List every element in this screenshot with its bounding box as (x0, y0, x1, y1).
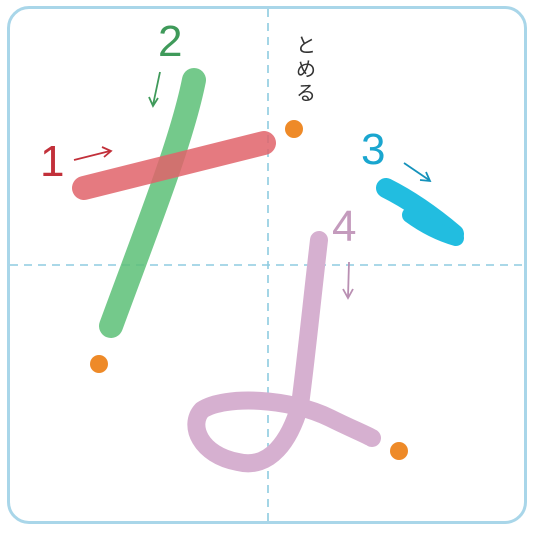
stroke-1 (72, 131, 276, 200)
tomeru-char: と (296, 33, 316, 57)
tomeru-char: る (296, 81, 316, 105)
arrow-2 (148, 71, 161, 108)
endpoint-dot (90, 355, 108, 373)
endpoint-dot (390, 442, 408, 460)
stroke-3-tail (402, 207, 464, 246)
arrow-3 (403, 162, 432, 183)
stroke-number-2: 2 (158, 17, 183, 66)
tomeru-label: と め る (294, 33, 318, 105)
stroke-number-1: 1 (40, 137, 65, 186)
endpoint-dot (285, 120, 303, 138)
arrow-4 (342, 261, 354, 300)
stroke-number-3: 3 (361, 125, 386, 174)
stroke-number-4: 4 (332, 202, 357, 251)
tomeru-char: め (296, 57, 316, 81)
stroke-2 (99, 68, 206, 338)
arrow-1 (73, 146, 113, 161)
stroke-4 (187, 231, 381, 473)
